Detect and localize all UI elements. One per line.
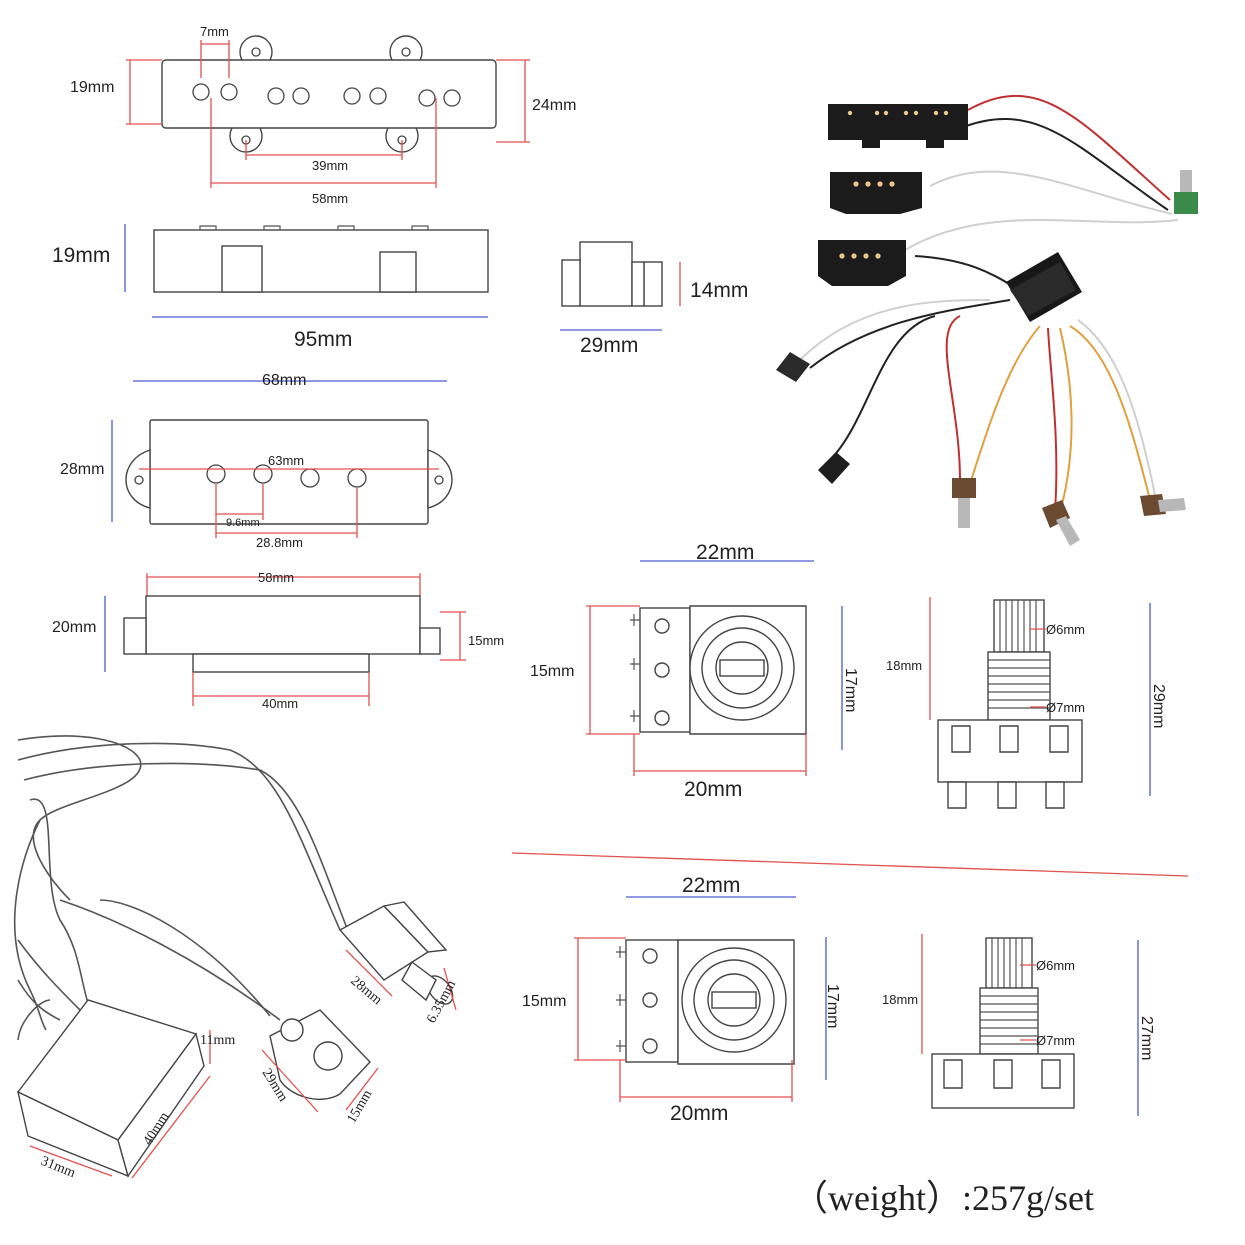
jazz-side-height-label: 19mm <box>52 244 110 267</box>
potentiometer-photo-4 <box>1140 494 1186 516</box>
preamp-sketch: 11mm 40mm 31mm <box>16 999 235 1181</box>
jazz-mount-width-label: 24mm <box>532 97 576 114</box>
potentiometer-photo-3 <box>1042 500 1080 546</box>
jazz-pole-spacing-label: 7mm <box>200 24 229 39</box>
p-side-right-height-label: 15mm <box>468 633 504 648</box>
p-side-base-length-label: 40mm <box>262 696 298 711</box>
jazz-inner-mount-label: 39mm <box>312 158 348 173</box>
p-side-height-label: 20mm <box>52 619 96 636</box>
pot-a-thread-dia-label: Ø7mm <box>1046 700 1085 715</box>
pot-a-bottom-width-label: 20mm <box>684 778 742 801</box>
pot-b-width-label: 22mm <box>682 874 740 897</box>
preamp-width-label: 31mm <box>39 1154 78 1181</box>
pot-b-right-height-label: 17mm <box>824 984 841 1028</box>
pot-a-side-view: Ø6mm Ø7mm 18mm 29mm <box>886 597 1167 809</box>
jazz-end-height-label: 14mm <box>690 279 748 302</box>
pot-a-front-view: 22mm 15mm 17mm 20mm <box>530 541 859 801</box>
jazz-pickup-top-view: 7mm 19mm 24mm 39mm 58mm <box>70 24 576 206</box>
p-pole-span-label: 28.8mm <box>256 535 303 550</box>
potentiometer-photo-2 <box>952 478 976 528</box>
section-divider <box>511 852 1189 877</box>
pot-b-left-height-label: 15mm <box>522 993 566 1010</box>
pot-a-total-len-label: 29mm <box>1150 684 1167 728</box>
pot-a-right-height-label: 17mm <box>842 668 859 712</box>
pot-b-thread-dia-label: Ø7mm <box>1036 1033 1075 1048</box>
jazz-pickup-end-view: 14mm 29mm <box>560 241 748 357</box>
pot-b-bottom-width-label: 20mm <box>670 1102 728 1125</box>
pot-a-shaft-len-label: 18mm <box>886 658 922 673</box>
output-jack-photo <box>776 352 810 382</box>
pot-a-width-label: 22mm <box>696 541 754 564</box>
p-top-height-label: 28mm <box>60 461 104 478</box>
pot-a-left-height-label: 15mm <box>530 663 574 680</box>
output-jack-sketch: 28mm 6.35mm <box>338 901 459 1026</box>
preamp-height-label: 11mm <box>200 1033 235 1048</box>
p-pickup-top-view: 68mm 28mm 63mm 9.6mm 28.8mm <box>60 372 453 550</box>
potentiometer-photo <box>1174 170 1198 214</box>
weight-note: （weight）:257g/set <box>792 1178 1094 1218</box>
jack-length-label: 28mm <box>347 974 384 1009</box>
p-pickup-side-view: 58mm 20mm 15mm 40mm <box>52 570 504 711</box>
pickup-harness-photo <box>776 94 1198 546</box>
jazz-side-length-label: 95mm <box>294 328 352 351</box>
pot-b-shaft-dia-label: Ø6mm <box>1036 958 1075 973</box>
pot-b-total-len-label: 27mm <box>1138 1016 1155 1060</box>
pot-a-shaft-dia-label: Ø6mm <box>1046 622 1085 637</box>
p-overall-label: 68mm <box>262 372 306 389</box>
jazz-end-width-label: 29mm <box>580 334 638 357</box>
wiring-sketch: 11mm 40mm 31mm 29mm 15mm 28mm 6.35mm <box>13 735 459 1181</box>
pot-b-side-view: Ø6mm Ø7mm 18mm 27mm <box>882 934 1155 1116</box>
p-pole-gap-label: 9.6mm <box>226 517 260 529</box>
p-mount-span-label: 63mm <box>268 453 304 468</box>
jazz-pickup-side-view: 19mm 95mm <box>52 224 489 351</box>
p-pickup-photo-2 <box>818 240 906 286</box>
pot-b-shaft-len-label: 18mm <box>882 992 918 1007</box>
pot-b-front-view: 22mm 15mm 17mm 20mm <box>522 874 841 1125</box>
p-side-top-length-label: 58mm <box>258 570 294 585</box>
battery-clip-sketch: 29mm 15mm <box>259 1009 379 1126</box>
jazz-pickup-photo <box>828 104 968 148</box>
jazz-top-height-label: 19mm <box>70 79 114 96</box>
preamp-photo <box>1006 252 1082 322</box>
battery-clip-photo <box>818 452 850 484</box>
p-pickup-photo <box>830 172 922 214</box>
jazz-outer-mount-label: 58mm <box>312 191 348 206</box>
